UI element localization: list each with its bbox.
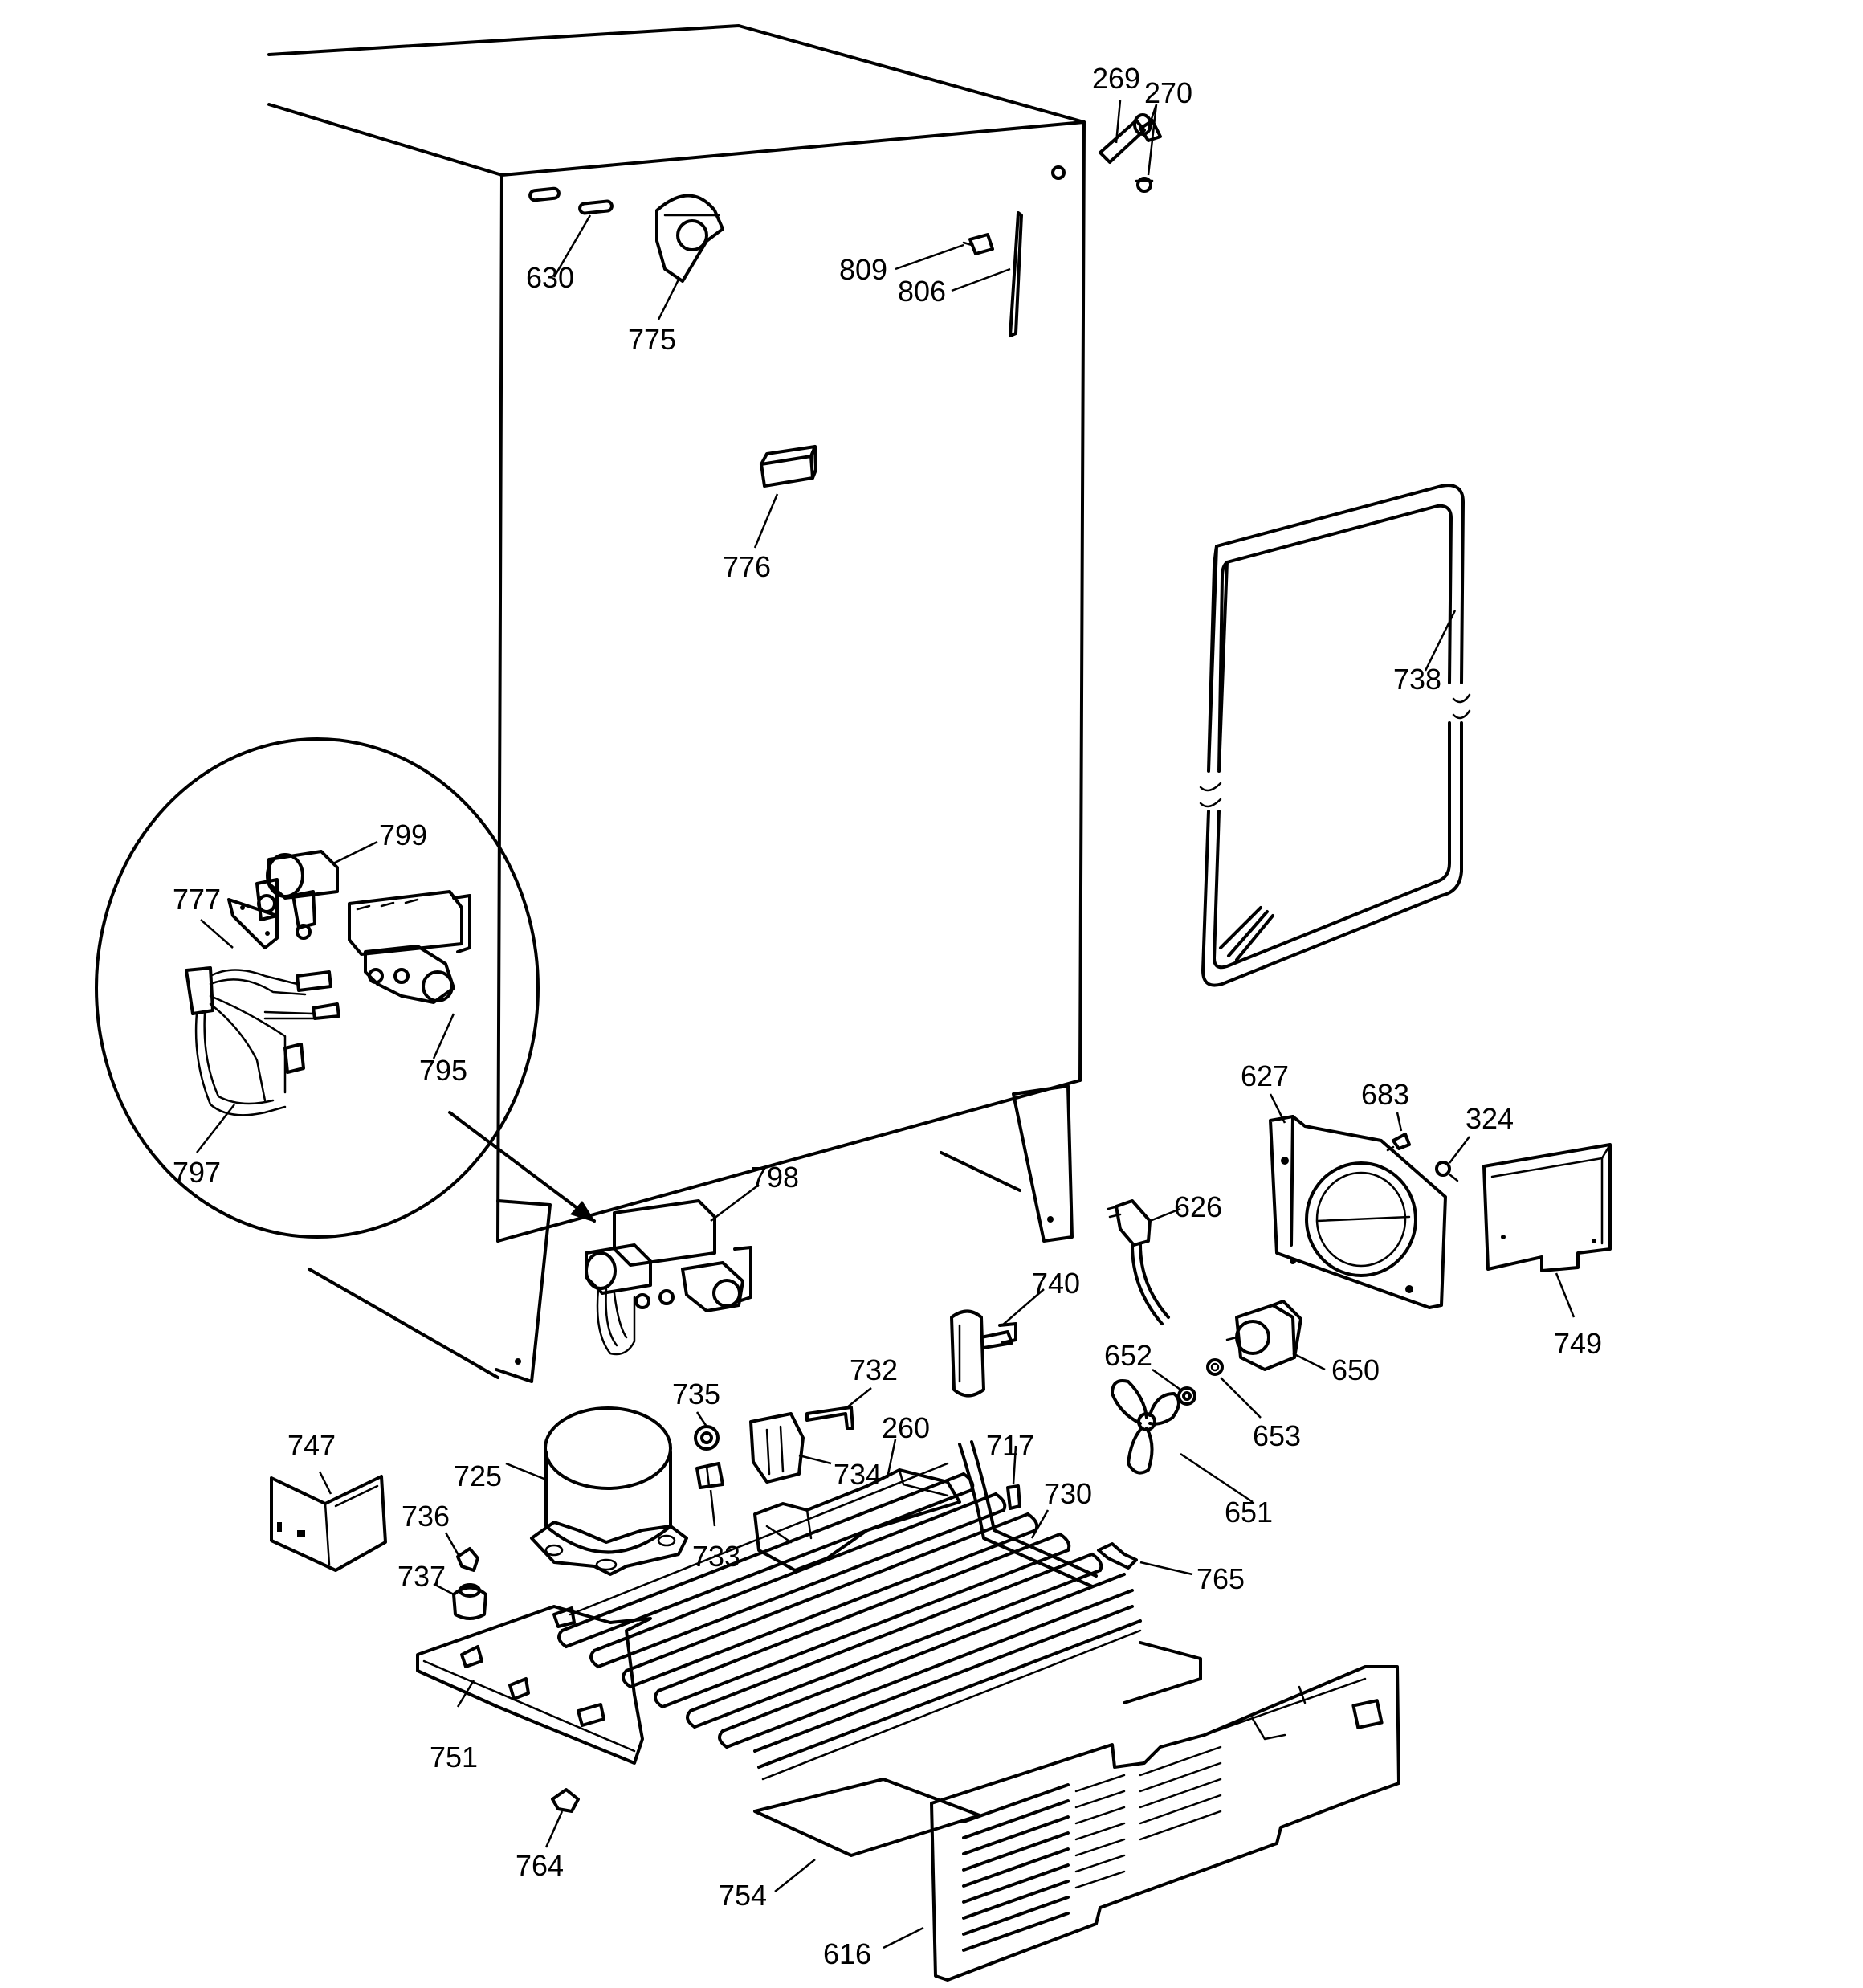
part-630-plug xyxy=(528,186,614,215)
part-754-pad xyxy=(753,1641,1202,1857)
callout-797: 797 xyxy=(173,1156,221,1189)
callout-630: 630 xyxy=(526,261,574,294)
part-651-fan-blade xyxy=(1111,1379,1180,1475)
callout-798: 798 xyxy=(751,1161,799,1194)
callout-734: 734 xyxy=(834,1458,882,1491)
part-798-water-valve xyxy=(585,1199,752,1356)
callout-795: 795 xyxy=(419,1054,467,1087)
part-626-power-cord xyxy=(1107,1199,1170,1325)
part-740-overload xyxy=(950,1309,1017,1398)
part-737-grommet xyxy=(452,1583,487,1620)
callout-737: 737 xyxy=(397,1560,446,1593)
part-260-drain-pan xyxy=(753,1468,961,1572)
callout-730: 730 xyxy=(1044,1477,1092,1510)
callout-736: 736 xyxy=(402,1500,450,1533)
callout-751: 751 xyxy=(430,1741,478,1774)
callout-626: 626 xyxy=(1174,1190,1222,1223)
part-627-fan-bracket xyxy=(1269,1115,1447,1309)
callout-740: 740 xyxy=(1032,1267,1080,1300)
part-652-nut xyxy=(1177,1386,1196,1406)
refrigerator-cabinet xyxy=(267,24,1086,1383)
callout-650: 650 xyxy=(1331,1353,1380,1386)
callout-270: 270 xyxy=(1144,76,1192,109)
part-732-clip xyxy=(805,1406,854,1430)
callout-733: 733 xyxy=(692,1540,740,1573)
part-733-relay xyxy=(695,1462,724,1489)
part-776-block xyxy=(760,445,817,488)
part-775-drain-fitting xyxy=(655,194,724,283)
part-736-clip xyxy=(456,1547,479,1572)
callout-627: 627 xyxy=(1241,1059,1289,1092)
callout-260: 260 xyxy=(882,1411,930,1444)
callout-683: 683 xyxy=(1361,1078,1409,1111)
callout-735: 735 xyxy=(672,1378,720,1410)
callout-806: 806 xyxy=(898,275,946,308)
part-749-cover xyxy=(1482,1143,1612,1272)
callout-749: 749 xyxy=(1554,1327,1602,1360)
part-717-relay xyxy=(1006,1484,1021,1510)
callout-324: 324 xyxy=(1466,1102,1514,1135)
callout-799: 799 xyxy=(379,818,427,851)
part-653-washer xyxy=(1206,1358,1224,1376)
callout-776: 776 xyxy=(723,550,771,583)
callout-652: 652 xyxy=(1104,1339,1152,1372)
callout-777: 777 xyxy=(173,883,221,916)
callout-labels: 269 270 630 775 809 806 776 738 799 777 … xyxy=(173,62,1602,1970)
part-730-condenser-coil xyxy=(557,1440,1142,1781)
leader-lines xyxy=(196,100,1576,1949)
part-809-clip xyxy=(962,233,994,255)
callout-765: 765 xyxy=(1196,1562,1245,1595)
part-270-fitting xyxy=(1135,119,1162,193)
part-751-base-plate xyxy=(416,1605,652,1765)
part-764-clip xyxy=(551,1788,580,1813)
callout-747: 747 xyxy=(287,1429,336,1462)
callout-616: 616 xyxy=(823,1937,871,1970)
part-324-screw xyxy=(1435,1161,1459,1182)
callout-732: 732 xyxy=(850,1353,898,1386)
part-725-compressor xyxy=(530,1406,688,1576)
callout-717: 717 xyxy=(986,1429,1034,1462)
callout-764: 764 xyxy=(516,1849,564,1882)
part-683-screw xyxy=(1386,1133,1411,1152)
callout-269: 269 xyxy=(1092,62,1140,95)
part-269-fitting xyxy=(1099,113,1152,164)
callout-809: 809 xyxy=(839,253,887,286)
callout-651: 651 xyxy=(1225,1496,1273,1529)
part-738-heater-loop xyxy=(1199,484,1471,987)
callout-725: 725 xyxy=(454,1459,502,1492)
part-650-fan-motor xyxy=(1225,1300,1302,1371)
part-734-relay-cover xyxy=(749,1412,805,1484)
callout-775: 775 xyxy=(628,323,676,356)
callout-653: 653 xyxy=(1253,1419,1301,1452)
inset-detail-valves xyxy=(95,737,596,1239)
part-616-grille xyxy=(930,1665,1400,1982)
part-747-terminal-cover xyxy=(270,1475,387,1572)
part-806-tube xyxy=(1009,211,1023,337)
part-735-grommet xyxy=(694,1425,720,1451)
callout-754: 754 xyxy=(719,1879,767,1912)
part-765-clip xyxy=(1097,1542,1138,1570)
callout-738: 738 xyxy=(1393,663,1441,696)
